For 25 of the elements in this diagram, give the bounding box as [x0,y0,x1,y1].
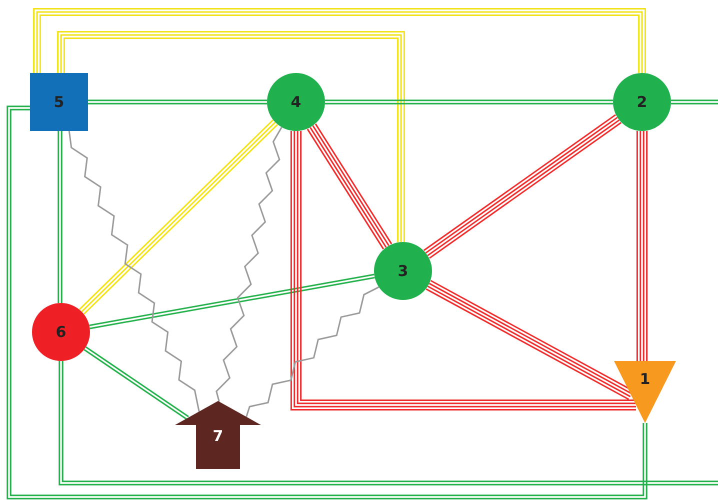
parallel-line-connector [58,360,718,486]
zigzag-connector [216,126,282,402]
node-number: 1 [638,370,652,388]
node-number: 4 [290,93,302,111]
node-number: 6 [54,323,68,341]
zigzag-connector [68,130,200,412]
node-number: 2 [636,93,648,111]
parallel-line-connector [88,274,376,330]
node-number: 7 [212,427,224,445]
parallel-line-connector [324,100,614,104]
parallel-line-connector [58,130,62,304]
parallel-line-connector [6,106,648,500]
parallel-line-connector [423,114,622,259]
parallel-line-connector [57,31,405,243]
parallel-line-connector [83,346,190,420]
parallel-line-connector [636,130,648,362]
node-number: 3 [396,262,410,280]
zigzag-connector [246,286,380,418]
parallel-line-connector [290,130,637,411]
parallel-line-connector [33,8,646,74]
parallel-line-connector [87,100,268,104]
parallel-line-connector [78,119,278,315]
node-number: 5 [52,93,66,111]
parallel-line-connector [670,100,718,104]
parallel-line-connector [306,123,392,250]
